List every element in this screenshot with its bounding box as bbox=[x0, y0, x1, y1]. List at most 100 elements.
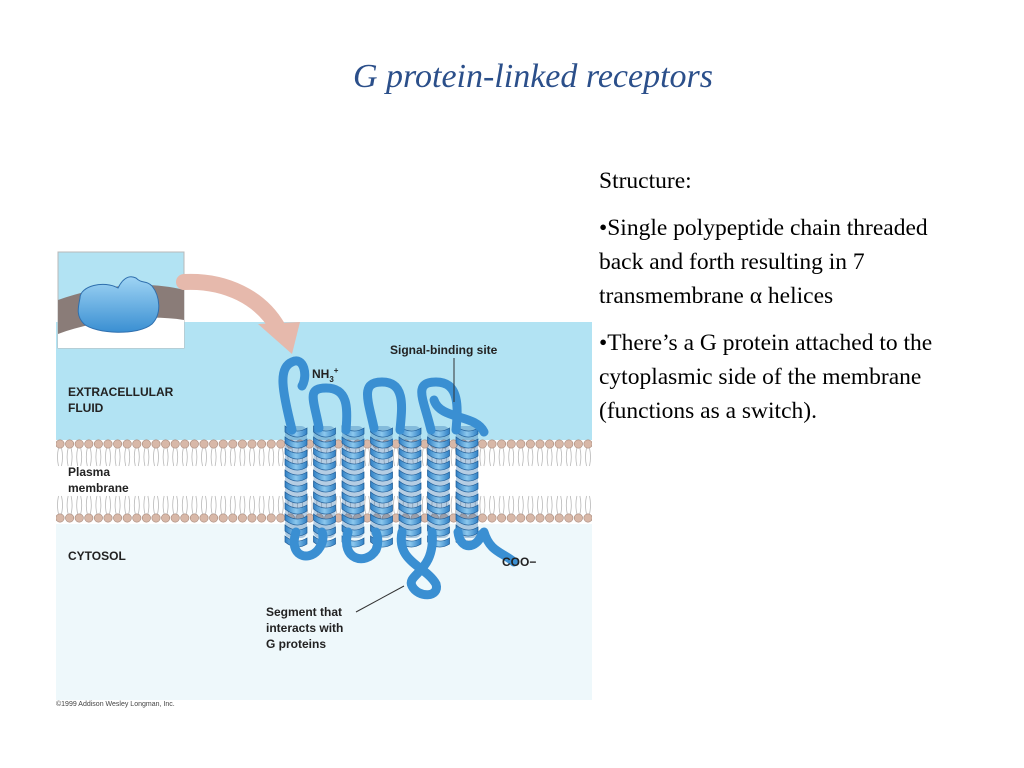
cytoplasmic-loops bbox=[289, 527, 519, 600]
lipid-tail bbox=[172, 447, 179, 467]
lipid-tail bbox=[479, 447, 486, 467]
alpha-helix bbox=[341, 425, 365, 548]
lipid-head bbox=[199, 513, 209, 523]
lipid-head bbox=[477, 513, 487, 523]
lipid-tail bbox=[133, 495, 140, 515]
lipid-head bbox=[477, 439, 487, 449]
lipid-tail bbox=[364, 495, 371, 515]
lipid-tail bbox=[191, 447, 198, 467]
lipid-tail bbox=[393, 495, 399, 515]
lipid-head bbox=[74, 439, 84, 449]
lipid-tail bbox=[210, 495, 217, 515]
label-coo: COO− bbox=[502, 555, 536, 569]
lipid-head bbox=[189, 439, 199, 449]
lipid-head bbox=[209, 513, 219, 523]
lipid-head bbox=[199, 439, 209, 449]
lipid-tail bbox=[162, 495, 169, 515]
lipid-tail bbox=[489, 495, 495, 515]
lipid-tail bbox=[114, 447, 121, 467]
lipid-tail bbox=[181, 495, 188, 515]
lipid-head bbox=[247, 513, 257, 523]
lipid-tail bbox=[239, 447, 246, 467]
lipid-head bbox=[257, 439, 267, 449]
lipid-head bbox=[209, 439, 219, 449]
lipid-tail bbox=[66, 495, 73, 515]
lipid-head bbox=[56, 439, 65, 449]
lipid-head bbox=[180, 439, 190, 449]
lipid-head bbox=[122, 439, 132, 449]
lipid-head bbox=[113, 513, 123, 523]
lipid-tail bbox=[249, 495, 255, 515]
lipid-head bbox=[161, 513, 171, 523]
lipid-tail bbox=[229, 495, 236, 515]
lipid-tail bbox=[527, 495, 534, 515]
lipid-tail bbox=[508, 447, 515, 467]
lipid-tail bbox=[143, 447, 150, 467]
lipid-tail bbox=[162, 447, 169, 467]
lipid-tail bbox=[517, 495, 524, 515]
lipid-tail bbox=[229, 447, 236, 467]
label-extracellular-line1: EXTRACELLULAR bbox=[68, 385, 174, 399]
lipid-tail bbox=[565, 495, 572, 515]
lipid-head bbox=[56, 513, 65, 523]
lipid-tail bbox=[124, 495, 131, 515]
g-protein-segment-loop bbox=[396, 527, 441, 600]
lipid-head bbox=[573, 439, 583, 449]
lipid-tail bbox=[124, 447, 131, 467]
lipid-head bbox=[218, 439, 228, 449]
lipid-tail bbox=[95, 495, 102, 515]
bullet-g-protein: •There’s a G protein attached to the cyt… bbox=[599, 330, 933, 424]
lipid-tail bbox=[220, 447, 227, 467]
lipid-tail bbox=[258, 447, 265, 467]
lipid-tail bbox=[220, 495, 227, 515]
alpha-helix bbox=[313, 425, 336, 548]
lipid-head bbox=[113, 439, 123, 449]
lipid-head bbox=[170, 513, 180, 523]
lipid-head bbox=[276, 513, 286, 523]
lipid-tail bbox=[537, 495, 543, 515]
lipid-tail bbox=[239, 495, 246, 515]
lipid-tail bbox=[479, 495, 486, 515]
label-signal-binding-site: Signal-binding site bbox=[390, 343, 498, 357]
label-nh3: NH3+ bbox=[312, 366, 339, 384]
lipid-tail bbox=[66, 447, 73, 467]
lipid-head bbox=[93, 513, 103, 523]
lipid-head bbox=[161, 439, 171, 449]
lipid-head bbox=[583, 439, 592, 449]
lipid-head bbox=[257, 513, 267, 523]
lipid-head bbox=[276, 439, 286, 449]
lipid-head bbox=[93, 439, 103, 449]
lipid-head bbox=[516, 439, 526, 449]
lipid-head bbox=[84, 513, 94, 523]
copyright-note: ©1999 Addison Wesley Longman, Inc. bbox=[56, 700, 175, 708]
label-extracellular-line2: FLUID bbox=[68, 401, 104, 415]
lipid-tail bbox=[172, 495, 179, 515]
extracellular-loops bbox=[278, 356, 489, 437]
lipid-head bbox=[122, 513, 132, 523]
c-terminal-tail bbox=[479, 527, 519, 567]
lipid-head bbox=[525, 513, 535, 523]
lipid-tail bbox=[575, 495, 582, 515]
lipid-head bbox=[84, 439, 94, 449]
lipid-tail bbox=[556, 495, 563, 515]
lipid-head bbox=[554, 513, 564, 523]
lipid-head bbox=[573, 513, 583, 523]
lipid-tail bbox=[153, 495, 159, 515]
lipid-head bbox=[525, 439, 535, 449]
lipid-head bbox=[506, 513, 516, 523]
lipid-head bbox=[74, 513, 84, 523]
lipid-tail bbox=[364, 447, 371, 467]
lipid-tail bbox=[85, 447, 92, 467]
lipid-head bbox=[266, 513, 276, 523]
alpha-helix bbox=[427, 425, 450, 548]
lipid-tail bbox=[143, 495, 150, 515]
lipid-tail bbox=[335, 495, 342, 515]
lipid-head bbox=[564, 439, 574, 449]
label-plasma-line1: Plasma bbox=[68, 465, 110, 479]
lipid-tail bbox=[393, 447, 399, 467]
lipid-head bbox=[545, 513, 555, 523]
lipid-head bbox=[132, 439, 142, 449]
lipid-tail bbox=[268, 447, 275, 467]
lipid-head bbox=[554, 439, 564, 449]
lipid-tail bbox=[114, 495, 121, 515]
